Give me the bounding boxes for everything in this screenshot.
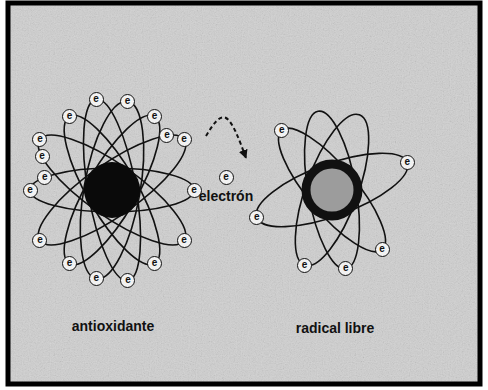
atom-group: antioxidante xyxy=(20,88,206,338)
atom-caption: radical libre xyxy=(296,320,375,336)
electron-symbol: e xyxy=(147,109,162,124)
electron-symbol: e xyxy=(400,155,415,170)
picture-frame xyxy=(8,3,480,384)
grainy-ground xyxy=(8,3,480,384)
electron-symbol: e xyxy=(274,123,289,138)
electron-symbol: e xyxy=(23,183,38,198)
free-electron: e electrón xyxy=(195,170,257,214)
radical-orbits xyxy=(248,106,416,274)
electron-symbol: e xyxy=(35,149,50,164)
atom-group: radical libre xyxy=(246,118,424,340)
electron-symbol: e xyxy=(338,261,353,276)
electron-symbol: e xyxy=(177,132,192,147)
electron-symbol: e xyxy=(89,92,104,107)
electron-symbol: e xyxy=(120,94,135,109)
antioxidant-orbits xyxy=(25,95,199,285)
electron-symbol: e xyxy=(147,256,162,271)
electron-symbol: e xyxy=(177,233,192,248)
grain-texture xyxy=(8,3,480,384)
electron-symbol: e xyxy=(297,258,312,273)
electron-symbol: e xyxy=(62,256,77,271)
electron-symbol: e xyxy=(62,109,77,124)
electron-transfer-arrow xyxy=(206,117,246,158)
electron-symbol: e xyxy=(375,242,390,257)
antioxidant-nucleus xyxy=(84,162,140,218)
electron-symbol: e xyxy=(120,273,135,288)
atom-caption: antioxidante xyxy=(72,318,154,334)
electron-symbol: e xyxy=(249,210,264,225)
nucleus-ring xyxy=(306,164,358,216)
electron-symbol: e xyxy=(159,128,174,143)
electron-symbol: e xyxy=(32,233,47,248)
electron-symbol: e xyxy=(32,132,47,147)
electron-symbol: e xyxy=(37,170,52,185)
electron-symbol: e xyxy=(89,271,104,286)
atom-caption: electrón xyxy=(199,188,253,204)
electron-symbol: e xyxy=(219,170,234,185)
